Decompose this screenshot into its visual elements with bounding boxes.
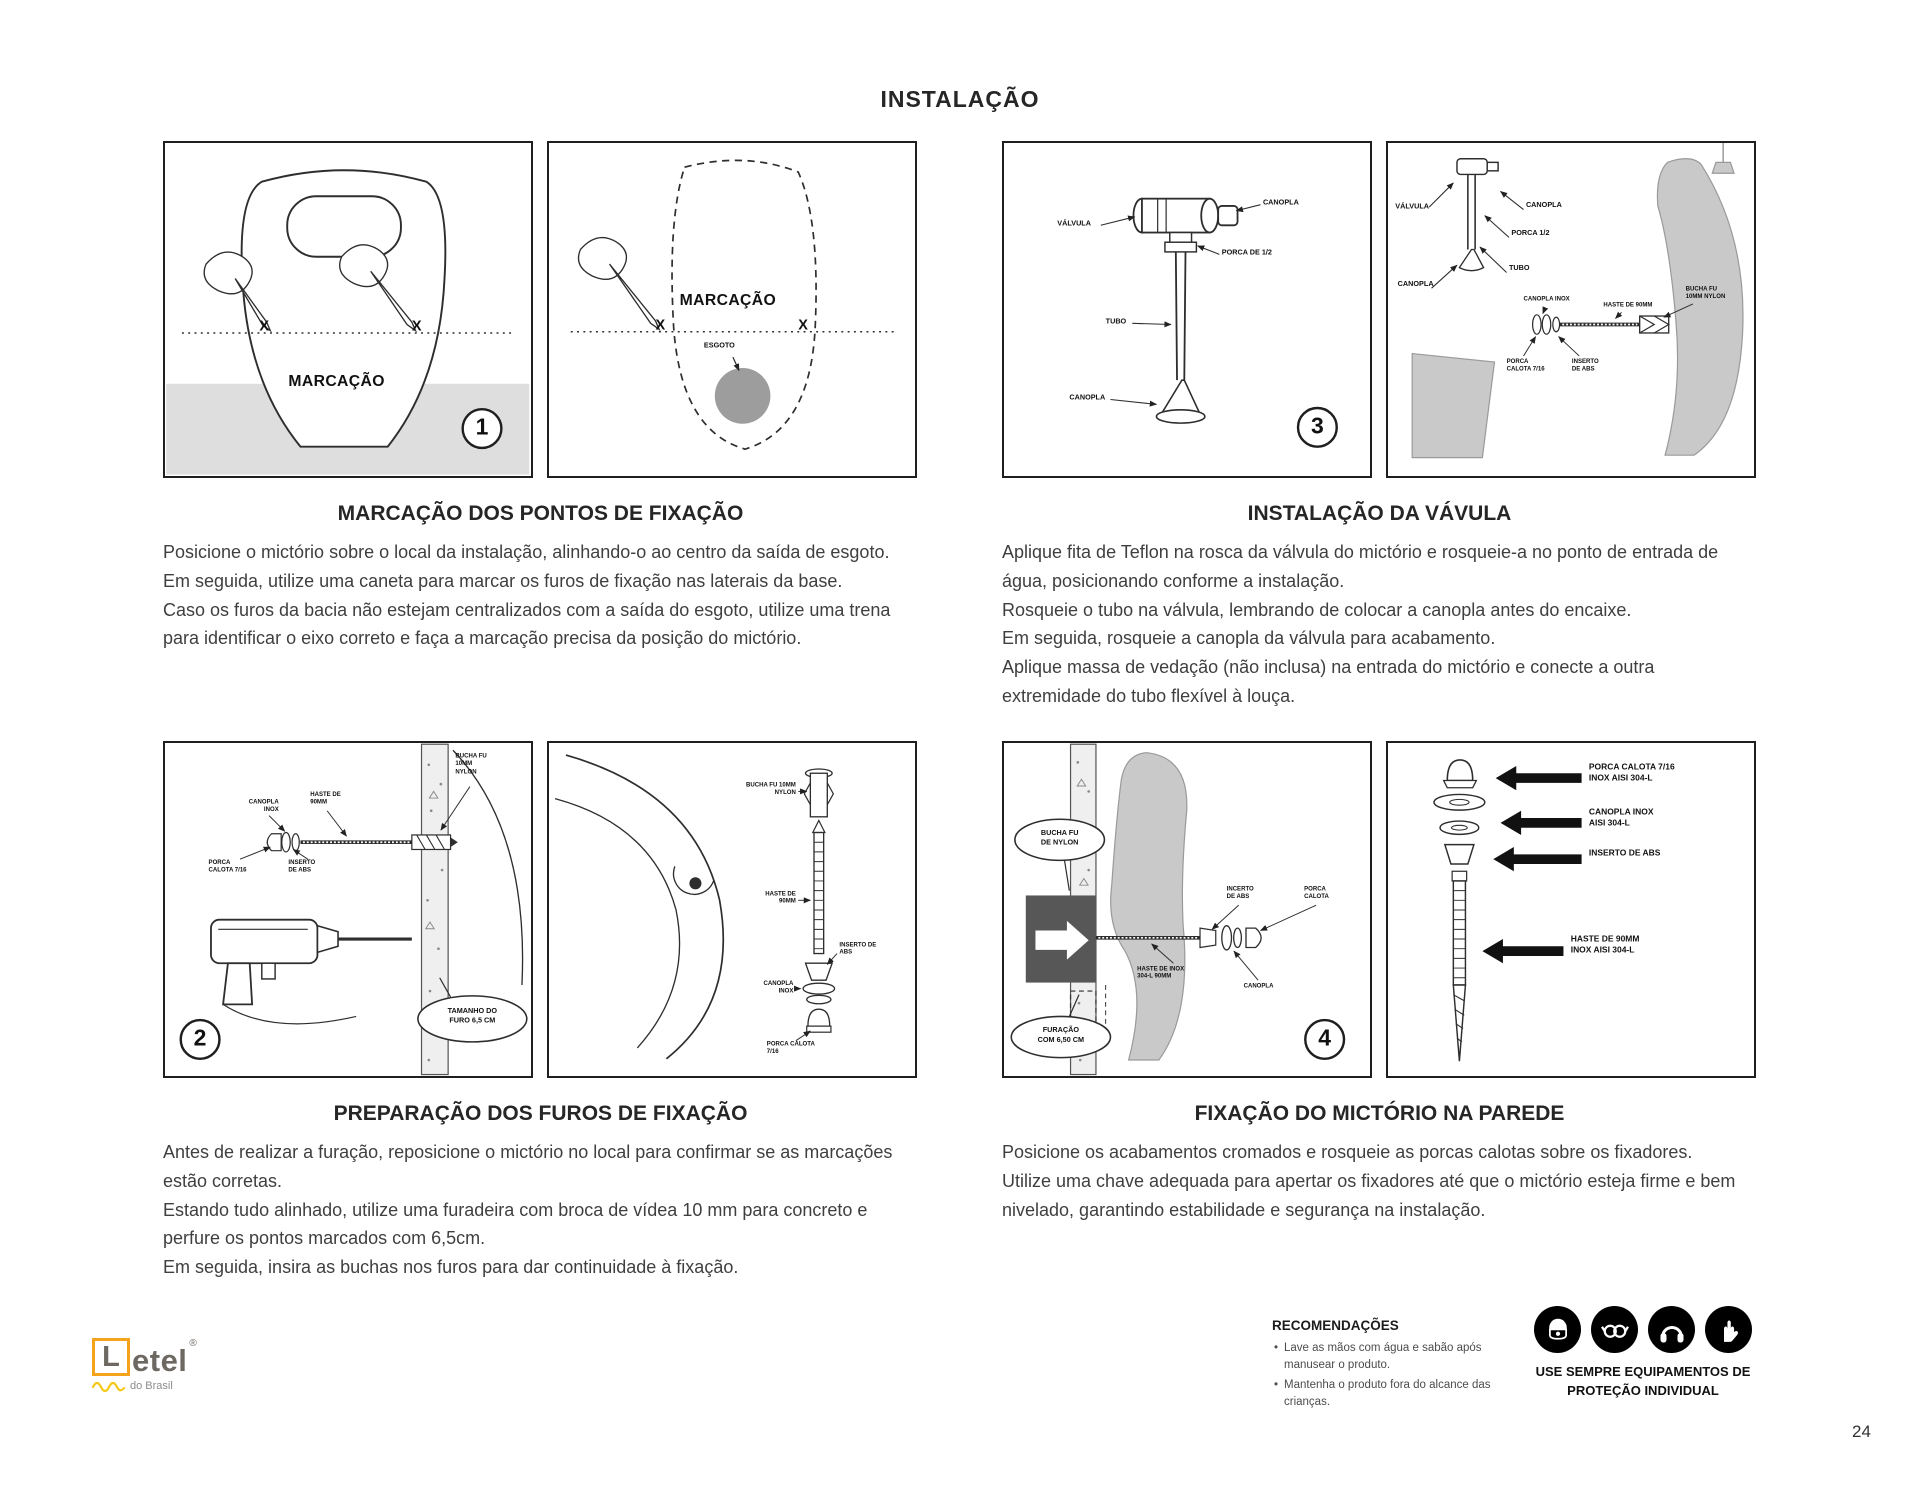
label-canopla: CANOPLA <box>1069 394 1106 402</box>
logo-letter-l: L <box>102 1340 120 1373</box>
flush-valve-drawing <box>1100 197 1261 424</box>
label-haste: HASTE DE 90MM <box>765 890 796 906</box>
label-haste: HASTE DE 90MM INOX AISI 304-L <box>1570 935 1640 955</box>
wall-fixing-drawing <box>1010 743 1317 1076</box>
section-step-4: BUCHA FU DE NYLON INCERTO DE ABS PORCA C… <box>1002 741 1757 1224</box>
recommendations-block: RECOMENDAÇÕES Lave as mãos com água e sa… <box>1272 1318 1524 1415</box>
recommendations-list: Lave as mãos com água e sabão após manus… <box>1272 1340 1524 1411</box>
label-inserto: INSERTO DE ABS <box>288 859 316 874</box>
letel-logo: L etel ® do Brasil <box>92 1338 197 1392</box>
label-canopla: CANOPLA <box>1243 982 1274 990</box>
label-bucha: BUCHA FU DE NYLON <box>1040 830 1079 847</box>
label-marcacao: MARCAÇÃO <box>679 290 777 309</box>
label-haste: HASTE DE 90MM <box>310 791 341 807</box>
diagram-step4-wall-fixing: BUCHA FU DE NYLON INCERTO DE ABS PORCA C… <box>1002 741 1372 1078</box>
x-mark: X <box>798 316 808 333</box>
urinal-front-marking-drawing <box>166 169 530 475</box>
ear-protection-icon <box>1648 1306 1695 1353</box>
label-porca-calota: PORCA CALOTA 7/16 <box>766 1040 815 1056</box>
diagram-step1-marking-outline: X X MARCAÇÃO ESGOTO <box>547 141 917 478</box>
logo-l-box: L <box>92 1338 130 1376</box>
logo-registered-mark: ® <box>189 1338 197 1349</box>
label-inserto: INSERTO DE ABS <box>1588 849 1661 858</box>
protective-gloves-icon <box>1705 1306 1752 1353</box>
logo-text: etel <box>132 1343 188 1378</box>
label-canopla: CANOPLA <box>1397 280 1434 289</box>
ppe-warning-text: USE SEMPRE EQUIPAMENTOS DE PROTEÇÃO INDI… <box>1535 1364 1751 1398</box>
label-canopla: CANOPLA INOX AISI 304-L <box>1588 808 1654 828</box>
section-heading: PREPARAÇÃO DOS FUROS DE FIXAÇÃO <box>333 1102 748 1125</box>
logo-subtitle: do Brasil <box>130 1380 173 1392</box>
step-number-badge: 2 <box>179 1018 221 1061</box>
section-step-2: BUCHA FU 10MM NYLON CANOPLA INOX HASTE D… <box>163 741 918 1282</box>
respirator-mask-icon <box>1534 1306 1581 1353</box>
safety-goggles-icon <box>1591 1306 1638 1353</box>
recommendation-item: Mantenha o produto fora do alcance das c… <box>1272 1377 1524 1410</box>
label-bucha: BUCHA FU 10MM NYLON <box>455 752 487 776</box>
label-inserto: INSERTO DE ABS <box>1571 358 1599 374</box>
label-tubo: TUBO <box>1509 265 1530 273</box>
section-body: Antes de realizar a furação, reposicione… <box>163 1142 893 1278</box>
label-inserto: INSERTO DE ABS <box>839 941 877 957</box>
label-canopla: CANOPLA <box>1525 202 1562 210</box>
recommendation-item: Lave as mãos com água e sabão após manus… <box>1272 1340 1524 1373</box>
section-step-1: X X MARCAÇÃO 1 <box>163 141 918 653</box>
logo-wave-icon <box>92 1381 126 1392</box>
ppe-block: USE SEMPRE EQUIPAMENTOS DE PROTEÇÃO INDI… <box>1520 1306 1766 1401</box>
label-porca: PORCA DE 1/2 <box>1221 249 1272 257</box>
diagram-step3-valve: CANOPLA VÁLVULA PORCA DE 1/2 TUBO CANOPL… <box>1002 141 1372 478</box>
section-body: Posicione os acabamentos cromados e rosq… <box>1002 1142 1736 1220</box>
step-number-badge: 3 <box>1296 406 1338 448</box>
section-body: Posicione o mictório sobre o local da in… <box>163 542 891 649</box>
label-porca-calota: PORCA CALOTA 7/16 <box>1506 358 1545 374</box>
page-number: 24 <box>1852 1422 1871 1441</box>
label-bucha: BUCHA FU 10MM NYLON <box>745 781 796 797</box>
x-mark: X <box>655 316 666 333</box>
x-mark: X <box>411 317 422 335</box>
section-body: Aplique fita de Teflon na rosca da válvu… <box>1002 542 1719 706</box>
recommendations-title: RECOMENDAÇÕES <box>1272 1318 1399 1333</box>
label-porca: PORCA 1/2 <box>1511 230 1550 238</box>
fastener-parts-drawing <box>1433 759 1582 1062</box>
label-tamanho-furo: TAMANHO DO FURO 6,5 CM <box>447 1007 498 1025</box>
valve-installed-drawing <box>1411 143 1744 459</box>
label-valvula: VÁLVULA <box>1395 203 1430 211</box>
section-heading: FIXAÇÃO DO MICTÓRIO NA PAREDE <box>1194 1102 1565 1125</box>
label-furacao: FURAÇÃO COM 6,50 CM <box>1037 1027 1085 1044</box>
diagram-step2-drilling: BUCHA FU 10MM NYLON CANOPLA INOX HASTE D… <box>163 741 533 1078</box>
diagram-step4-fastener-parts: PORCA CALOTA 7/16 INOX AISI 304-L CANOPL… <box>1386 741 1756 1078</box>
label-canopla-inox: CANOPLA INOX <box>763 980 794 995</box>
step-number-badge: 1 <box>461 407 503 450</box>
label-canopla-inox: CANOPLA INOX <box>1523 295 1570 303</box>
urinal-outline-marking-drawing <box>570 159 896 451</box>
diagram-step3-valve-installed: VÁLVULA CANOPLA PORCA 1/2 TUBO CANOPLA C… <box>1386 141 1756 478</box>
label-porca-calota: PORCA CALOTA 7/16 <box>208 859 247 874</box>
label-tubo: TUBO <box>1105 318 1127 326</box>
section-heading: MARCAÇÃO DOS PONTOS DE FIXAÇÃO <box>337 502 744 525</box>
step-number-badge: 4 <box>1304 1018 1346 1061</box>
label-incerto: INCERTO DE ABS <box>1226 885 1254 901</box>
label-canopla: CANOPLA <box>1262 199 1299 208</box>
label-canopla-inox: CANOPLA INOX <box>248 798 279 814</box>
label-esgoto: ESGOTO <box>703 342 735 350</box>
x-mark: X <box>259 317 270 335</box>
label-haste: HASTE DE 90MM <box>1603 301 1653 309</box>
label-valvula: VÁLVULA <box>1057 220 1091 228</box>
diagram-step1-marking-front: X X MARCAÇÃO 1 <box>163 141 533 478</box>
drill-wall-drawing <box>210 743 528 1076</box>
label-porca-calota: PORCA CALOTA 7/16 INOX AISI 304-L <box>1588 763 1675 783</box>
section-heading: INSTALAÇÃO DA VÁVULA <box>1247 502 1512 525</box>
label-haste: HASTE DE INOX 304-L 90MM <box>1137 965 1185 981</box>
label-porca-calota: PORCA CALOTA <box>1304 885 1329 901</box>
section-step-3: CANOPLA VÁLVULA PORCA DE 1/2 TUBO CANOPL… <box>1002 141 1757 711</box>
anchor-exploded-drawing <box>554 754 838 1060</box>
diagram-step2-anchor-exploded: BUCHA FU 10MM NYLON HASTE DE 90MM INSERT… <box>547 741 917 1078</box>
page-title: INSTALAÇÃO <box>880 86 1040 112</box>
label-bucha: BUCHA FU 10MM NYLON <box>1685 285 1726 301</box>
label-marcacao: MARCAÇÃO <box>288 371 385 390</box>
